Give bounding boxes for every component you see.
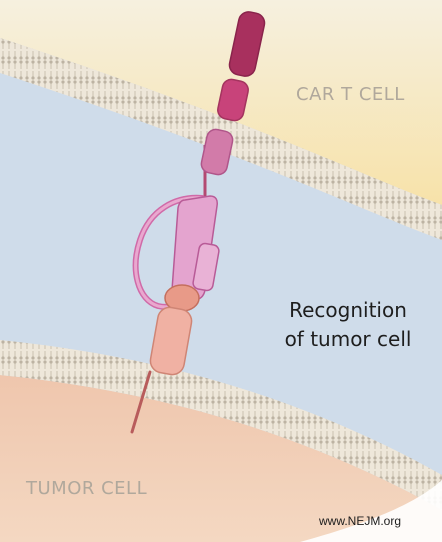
recognition-caption-line2: of tumor cell bbox=[284, 327, 412, 351]
tumor-cytoplasm bbox=[0, 375, 442, 542]
tumor-cell-label: TUMOR CELL bbox=[26, 478, 148, 499]
tumor-antigen bbox=[149, 306, 193, 376]
car-signaling-domain-1 bbox=[228, 11, 266, 77]
corner-fade bbox=[300, 480, 442, 542]
recognition-caption-line1: Recognition bbox=[289, 298, 407, 322]
scfv-light-chain bbox=[192, 242, 220, 292]
car-signaling-domain-2 bbox=[217, 78, 249, 122]
car-t-cell-label: CAR T CELL bbox=[296, 84, 405, 105]
car-transmembrane-domain bbox=[200, 128, 234, 176]
source-credit: www.NEJM.org bbox=[319, 514, 402, 528]
antigen-anchor bbox=[130, 370, 152, 434]
recognition-caption: Recognition of tumor cell bbox=[258, 296, 438, 354]
tumor-membrane bbox=[0, 340, 442, 510]
